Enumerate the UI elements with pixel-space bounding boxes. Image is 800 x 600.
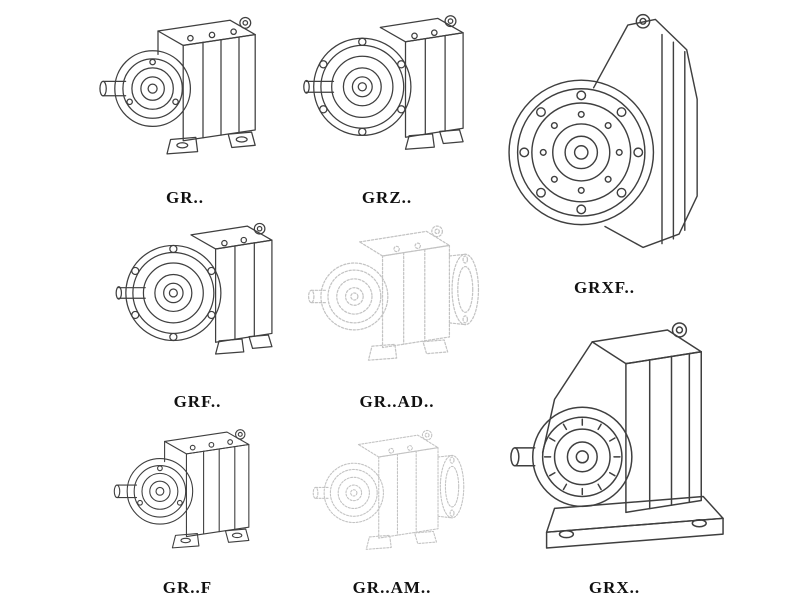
large-foot-mounted-gearbox-drawing (501, 306, 729, 574)
gearbox-figure-grx: GRX.. (497, 300, 732, 598)
gearbox-figure-gr: GR.. (85, 2, 285, 208)
foot-mounted-gearbox-with-face-ring-drawing (295, 4, 480, 184)
gearbox-figure-grf: GRF.. (90, 210, 305, 412)
foot-mounted-helical-gearbox-drawing (92, 418, 284, 574)
gearbox-with-motor-adapter-ghost-drawing (292, 418, 492, 574)
gearbox-label-grf: GRF.. (173, 392, 222, 411)
foot-mounted-helical-gearbox-drawing (89, 4, 281, 184)
flange-mounted-gearbox-drawing (98, 212, 298, 388)
gearbox-label-grxf: GRXF.. (573, 278, 636, 297)
gearbox-label-grz: GRZ.. (361, 188, 413, 207)
gearbox-label-grad: GR..AD.. (359, 392, 435, 411)
gearbox-label-grx: GRX.. (588, 578, 641, 597)
gearbox-label-gr: GR.. (166, 188, 204, 207)
gearbox-figure-grz: GRZ.. (292, 2, 482, 208)
gearbox-figure-gram: GR..AM.. (292, 414, 492, 598)
gearbox-with-input-adapter-ghost-drawing (295, 212, 500, 388)
gearbox-figure-grxf: GRXF.. (497, 2, 712, 298)
gearbox-figure-grff: GR..F (85, 414, 290, 598)
large-flange-mounted-gearbox-drawing (500, 8, 710, 274)
gearbox-label-gram: GR..AM.. (352, 578, 432, 597)
gearbox-figure-grad: GR..AD.. (292, 210, 502, 412)
gearbox-label-grff: GR..F (162, 578, 213, 597)
